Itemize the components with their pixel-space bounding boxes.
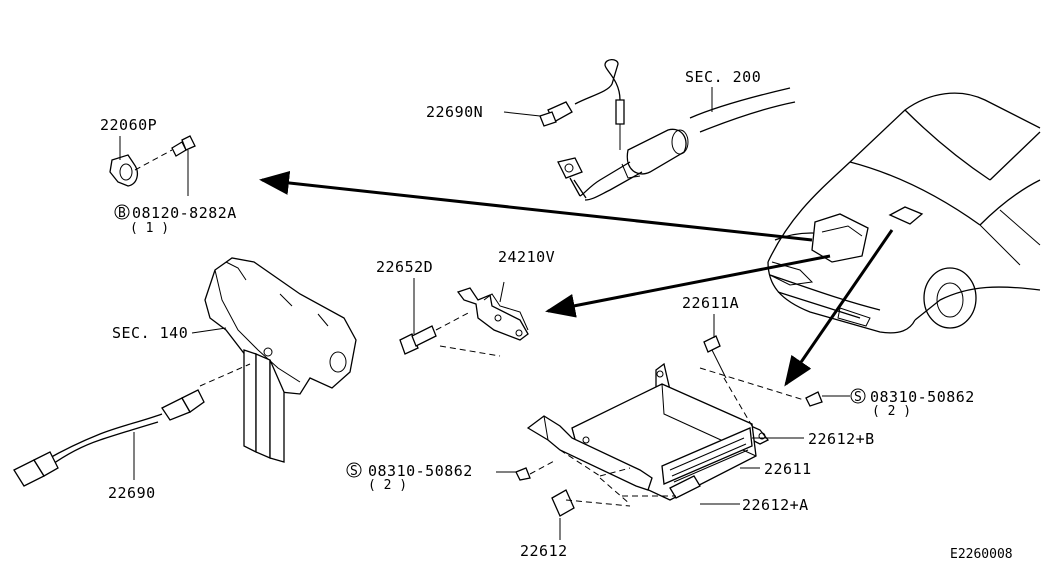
label-08310-50862-right: 08310-50862 [870, 388, 975, 406]
label-22690: 22690 [108, 484, 156, 502]
circle-b-mark: B [118, 206, 126, 221]
arrow-to-ecm [784, 229, 894, 387]
label-sec-200: SEC. 200 [685, 68, 761, 86]
label-08310-50862-left: 08310-50862 [368, 462, 473, 480]
exhaust-pipe-assembly [503, 58, 796, 201]
arrow-to-bracket [545, 254, 831, 318]
label-08120-qty: ( 1 ) [130, 221, 169, 236]
sensor-plug-22060P [109, 136, 173, 187]
bolt-22611A [703, 314, 753, 427]
bolt-08120-8282A [171, 135, 196, 196]
oxygen-sensor-22690 [13, 363, 251, 487]
label-24210V: 24210V [498, 248, 555, 266]
screw-right-08310 [699, 367, 850, 407]
label-22652D: 22652D [376, 258, 433, 276]
label-22690N: 22690N [426, 103, 483, 121]
diagram-code: E2260008 [950, 547, 1013, 562]
circle-s-mark-right: S [854, 390, 862, 405]
label-08310-qty-left: ( 2 ) [368, 478, 407, 493]
label-22612B: 22612+B [808, 430, 875, 448]
label-22611: 22611 [764, 460, 812, 478]
bracket-24210V [439, 281, 529, 357]
circle-s-mark-left: S [350, 464, 358, 479]
arrow-to-oxygen-sensor-bolt [259, 170, 813, 242]
bolt-22652D [399, 278, 471, 355]
label-22612A: 22612+A [742, 496, 809, 514]
heat-shield-sec140 [204, 257, 357, 463]
label-08120-8282A: 08120-8282A [132, 204, 237, 222]
screw-left-08310 [496, 459, 557, 481]
label-22611A: 22611A [682, 294, 739, 312]
label-22060P: 22060P [100, 116, 157, 134]
label-08310-qty-right: ( 2 ) [872, 404, 911, 419]
label-sec-140: SEC. 140 [112, 324, 188, 342]
ecm-bracket-assembly [526, 362, 770, 517]
label-22612: 22612 [520, 542, 568, 560]
vehicle-outline [767, 92, 1041, 334]
